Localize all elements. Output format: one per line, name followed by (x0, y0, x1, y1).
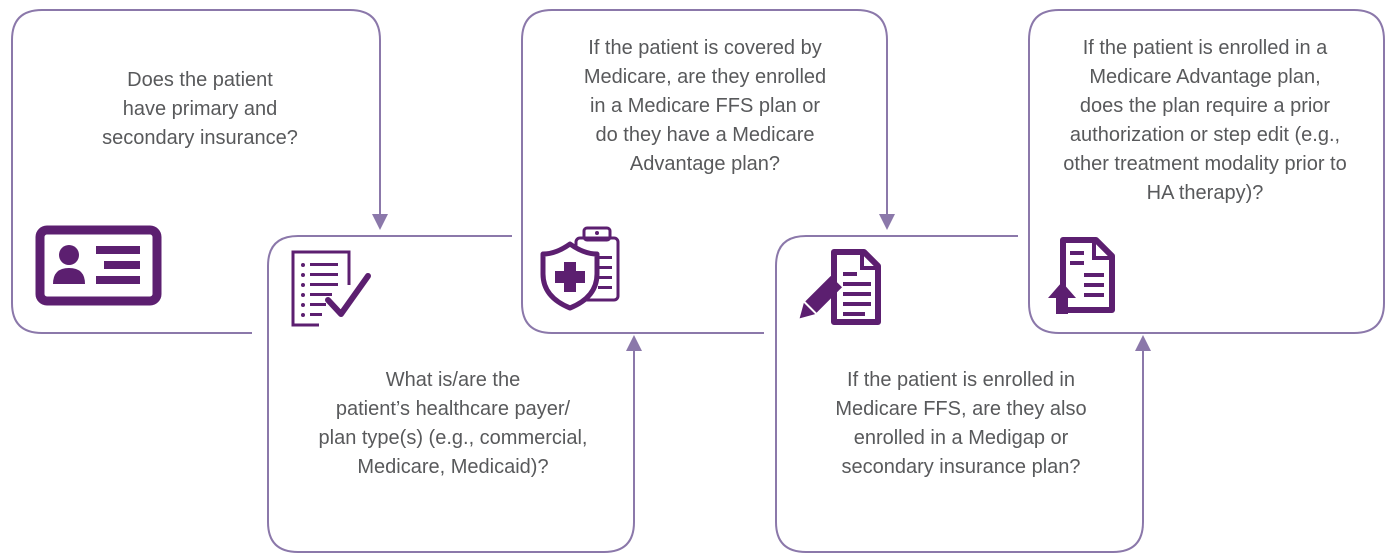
medical-shield-clipboard-icon (540, 226, 620, 311)
step-1-question: Does the patient have primary and second… (102, 69, 298, 149)
checklist-icon (291, 250, 371, 327)
step-5-question: If the patient is enrolled in a Medicare… (1063, 37, 1347, 204)
document-upload-icon (1048, 237, 1115, 314)
step-4-question: If the patient is enrolled in Medicare F… (835, 369, 1087, 478)
step-4-box (775, 235, 1151, 553)
id-card-icon (35, 225, 162, 306)
step-2-question: What is/are the patient’s healthcare pay… (318, 369, 588, 478)
step-3-question: If the patient is covered by Medicare, a… (583, 37, 827, 175)
document-pencil-icon (799, 249, 881, 325)
step-1-box (11, 9, 388, 334)
step-5-box (1028, 9, 1385, 334)
step-3-box (521, 9, 895, 334)
step-2-box (267, 235, 642, 553)
